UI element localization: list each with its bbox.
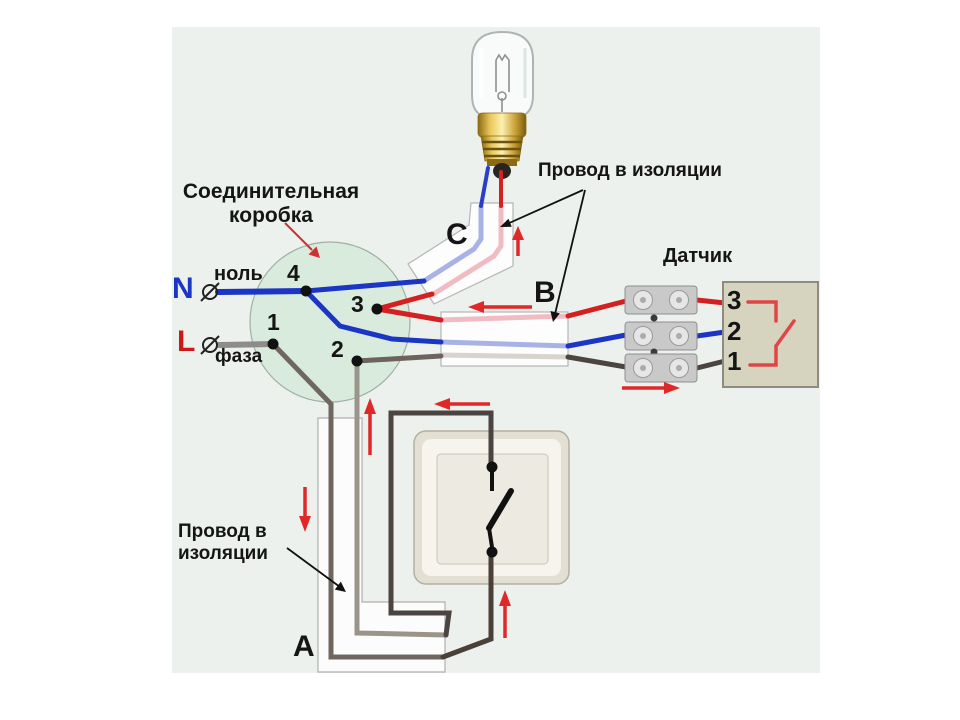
terminal-block-middle <box>624 321 698 351</box>
junction-dot-3 <box>371 303 383 315</box>
junction-terminal-1-label: 1 <box>267 309 280 335</box>
sensor-terminal-3-label: 3 <box>727 285 742 315</box>
bulb-thread-ridges <box>482 140 522 158</box>
phase-word: фаза <box>215 346 263 367</box>
annotation-arrows <box>284 189 586 592</box>
terminal-block-bottom <box>624 353 698 383</box>
neutral-diameter-icon <box>202 284 218 300</box>
insulated-wire-label-bottom: Провод в изоляции <box>178 521 268 564</box>
junction-box-pointer-arrow <box>284 222 320 258</box>
sensor-terminal-1-label: 1 <box>727 346 742 376</box>
junction-terminal-4-label: 4 <box>287 260 300 286</box>
phase-wire <box>216 341 276 348</box>
light-bulb-illustration <box>471 30 534 179</box>
junction-terminal-3-label: 3 <box>351 291 364 317</box>
junction-dot-4 <box>300 285 312 297</box>
switch-loop-wires <box>388 410 494 660</box>
insulated-wire-sections <box>421 203 571 360</box>
current-flow-arrows <box>299 226 680 638</box>
cable-c-label: C <box>446 218 468 251</box>
wall-switch-illustration <box>413 430 570 585</box>
neutral-wire <box>215 288 309 295</box>
sensor-contact-symbol <box>746 300 796 367</box>
insulation-pointer-arrows <box>286 189 586 592</box>
junction-dot-2 <box>351 355 363 367</box>
neutral-word: ноль <box>214 263 263 285</box>
sensor-box <box>722 281 819 388</box>
terminal-block-top <box>624 285 698 315</box>
phase-letter: L <box>177 325 196 358</box>
cable-c-sheath <box>407 202 514 305</box>
phase-diameter-icon <box>202 337 218 353</box>
insulated-wire-label-top: Провод в изоляции <box>538 160 722 181</box>
junction-terminal-2-label: 2 <box>331 336 344 362</box>
junction-dots <box>267 285 383 367</box>
wire-diameter-symbols <box>200 282 220 355</box>
cable-b-label: B <box>534 276 556 309</box>
wires <box>215 166 728 660</box>
terminal-blocks <box>624 285 698 383</box>
cable-a-sheath <box>317 417 446 673</box>
bulb-filament <box>495 53 510 112</box>
junction-dot-1 <box>267 338 279 350</box>
neutral-letter: N <box>172 272 194 305</box>
cable-a-label: А <box>293 630 315 663</box>
junction-box-label: Соединительная коробка <box>182 180 360 227</box>
sensor-label: Датчик <box>663 245 733 267</box>
switch-contact-symbol <box>486 461 514 558</box>
sensor-terminal-2-label: 2 <box>727 316 742 346</box>
